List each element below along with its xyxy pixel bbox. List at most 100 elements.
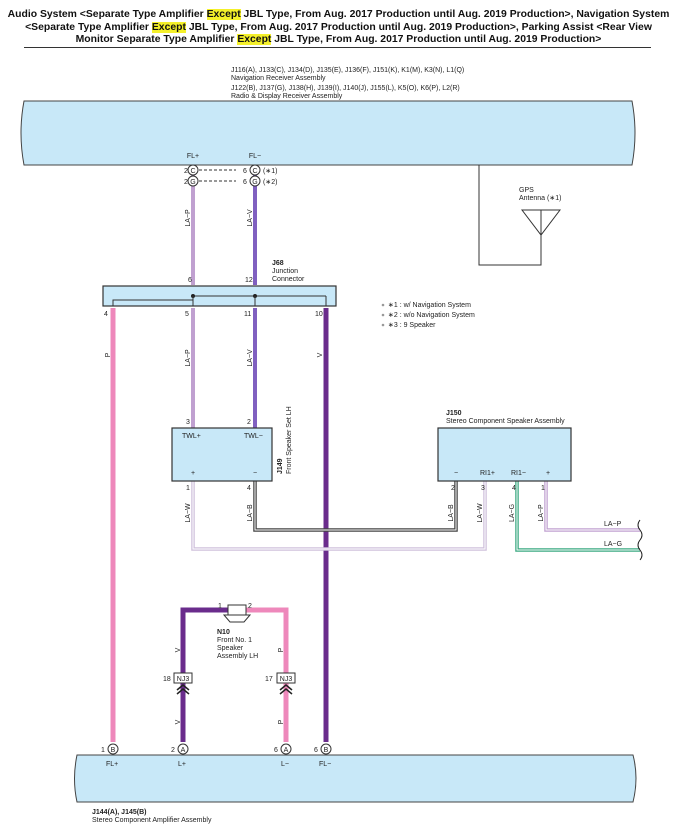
nj3-pin-18: 18 <box>163 676 171 683</box>
amp-pin-num-1: 1 <box>101 747 105 754</box>
splice-pin-right-g: 6 <box>243 179 247 186</box>
j68-pin-12: 12 <box>245 277 253 284</box>
j149-pin-1: 1 <box>186 485 190 492</box>
legend-item-3: ∗3 : 9 Speaker <box>388 322 436 329</box>
legend-item-2: ∗2 : w/o Navigation System <box>388 312 475 319</box>
title-line-2: <Separate Type Amplifier Except JBL Type… <box>0 21 677 35</box>
j150-component-speaker <box>437 427 572 482</box>
wire-label-out-la-p: LA−P <box>604 521 622 528</box>
j150-pin-1: 1 <box>541 485 545 492</box>
wire-label-la-p-upper: LA−P <box>185 209 192 227</box>
nav-receiver-connectors: J116(A), J133(C), J134(D), J135(E), J136… <box>231 67 464 74</box>
j68-id: J68 <box>272 260 284 267</box>
nav-receiver-name: Navigation Receiver Assembly <box>231 75 326 82</box>
j150-minus: − <box>454 470 458 477</box>
amp-conn-a-2: A <box>181 747 186 754</box>
j149-twl-minus: TWL− <box>244 433 263 440</box>
splice-pin-left-g: 2 <box>184 179 188 186</box>
splice-pin-right-c: 6 <box>243 168 247 175</box>
wire-p-l-minus <box>244 607 289 742</box>
amp-pin-label-fl-plus: FL+ <box>106 761 118 768</box>
j68-pin-10: 10 <box>315 311 323 318</box>
j149-pin-2: 2 <box>247 419 251 426</box>
n10-pin-1: 1 <box>218 603 222 610</box>
amp-pin-label-l-minus: L− <box>281 761 289 768</box>
splice-c-right: C <box>252 168 257 175</box>
legend: ∗1 : w/ Navigation System ∗2 : w/o Navig… <box>381 302 475 329</box>
wire-label-p-upper-n10: P <box>278 647 285 652</box>
j149-plus: + <box>191 470 195 477</box>
j150-ri1-plus: RI1+ <box>480 470 495 477</box>
nj3-label-right: NJ3 <box>280 676 293 683</box>
j149-name: Front Speaker Set LH <box>286 406 293 474</box>
amp-pin-l-plus: A 2 L+ <box>171 743 189 768</box>
amp-conn-a-6: A <box>284 747 289 754</box>
j150-name: Stereo Component Speaker Assembly <box>446 418 565 425</box>
gps-antenna: GPS Antenna (∗1) <box>478 165 561 266</box>
gps-antenna-label: Antenna (∗1) <box>519 195 561 202</box>
amplifier-box <box>74 754 637 803</box>
title-text: JBL Type, From Aug. 2017 Production unti… <box>185 21 652 33</box>
n10-pin-2: 2 <box>248 603 252 610</box>
wire-la-p-out <box>544 481 640 532</box>
j149-id: J149 <box>277 458 284 474</box>
title-text: Audio System <Separate Type Amplifier <box>7 9 207 20</box>
j68-pin-6: 6 <box>188 277 192 284</box>
j149-pin-4: 4 <box>247 485 251 492</box>
j68-name-2: Connector <box>272 276 305 283</box>
wire-la-g-out <box>515 481 640 552</box>
nj3-connector-right: NJ3 <box>276 672 296 695</box>
splice-g-left: G <box>190 179 195 186</box>
gps-label: GPS <box>519 187 534 194</box>
j150-plus: + <box>546 470 550 477</box>
splice-c-left: C <box>190 168 195 175</box>
amp-pin-fl-minus: B 6 FL− <box>314 743 332 768</box>
nj3-connector-left: NJ3 <box>173 672 193 695</box>
j150-ri1-minus: RI1− <box>511 470 526 477</box>
j68-pin-4: 4 <box>104 311 108 318</box>
wire-label-la-b-right: LA−B <box>448 504 455 522</box>
wire-label-v-lower-n10: V <box>175 719 182 724</box>
n10-speaker-icon <box>222 604 252 623</box>
j149-twl-plus: TWL+ <box>182 433 201 440</box>
n10-name-2: Speaker <box>217 645 244 652</box>
legend-item-1: ∗1 : w/ Navigation System <box>388 302 471 309</box>
j68-pin-5: 5 <box>185 311 189 318</box>
wire-label-v: V <box>317 352 324 357</box>
j68-pin-11: 11 <box>244 311 251 318</box>
wire-la-b <box>253 481 458 532</box>
pin-label-fl-minus: FL− <box>249 153 261 160</box>
title-highlight: Except <box>206 9 241 20</box>
j150-id: J150 <box>446 410 462 417</box>
wire-break-mark <box>637 519 643 561</box>
amp-pin-l-minus: A 6 L− <box>274 743 292 768</box>
wire-label-la-w-right: LA−W <box>477 503 484 523</box>
j68-name-1: Junction <box>272 268 298 275</box>
wire-label-out-la-g: LA−G <box>604 541 622 548</box>
splice-note-1: (∗1) <box>263 168 277 175</box>
j149-minus: − <box>253 470 257 477</box>
pin-label-fl-plus: FL+ <box>187 153 199 160</box>
wire-label-la-b-left: LA−B <box>247 504 254 522</box>
title-highlight: Except <box>151 21 186 33</box>
amp-pin-label-fl-minus: FL− <box>319 761 331 768</box>
connector-c-g-splices: C G C G 2 2 6 6 (∗1) (∗2) <box>184 164 277 187</box>
wire-label-la-w-left: LA−W <box>185 503 192 523</box>
n10-id: N10 <box>217 629 230 636</box>
wire-label-la-v-upper: LA−V <box>247 209 254 227</box>
amp-pin-num-6a: 6 <box>274 747 278 754</box>
wire-label-la-g: LA−G <box>509 504 516 522</box>
amplifier-id: J144(A), J145(B) <box>92 809 146 816</box>
wire-label-la-v-lower: LA−V <box>247 349 254 367</box>
amp-conn-b-1: B <box>111 747 116 754</box>
amplifier-name: Stereo Component Amplifier Assembly <box>92 817 212 824</box>
title-text: JBL Type, From Aug. 2017 Production unti… <box>240 9 670 20</box>
j150-pin-4: 4 <box>512 485 516 492</box>
j149-front-speaker-set <box>171 427 273 482</box>
wire-label-p-lower-n10: P <box>278 719 285 724</box>
j150-pin-2: 2 <box>451 485 455 492</box>
amp-conn-b-6: B <box>324 747 329 754</box>
title-line-3: Monitor Separate Type Amplifier Except J… <box>0 34 677 47</box>
wire-v-l-plus <box>180 607 230 742</box>
